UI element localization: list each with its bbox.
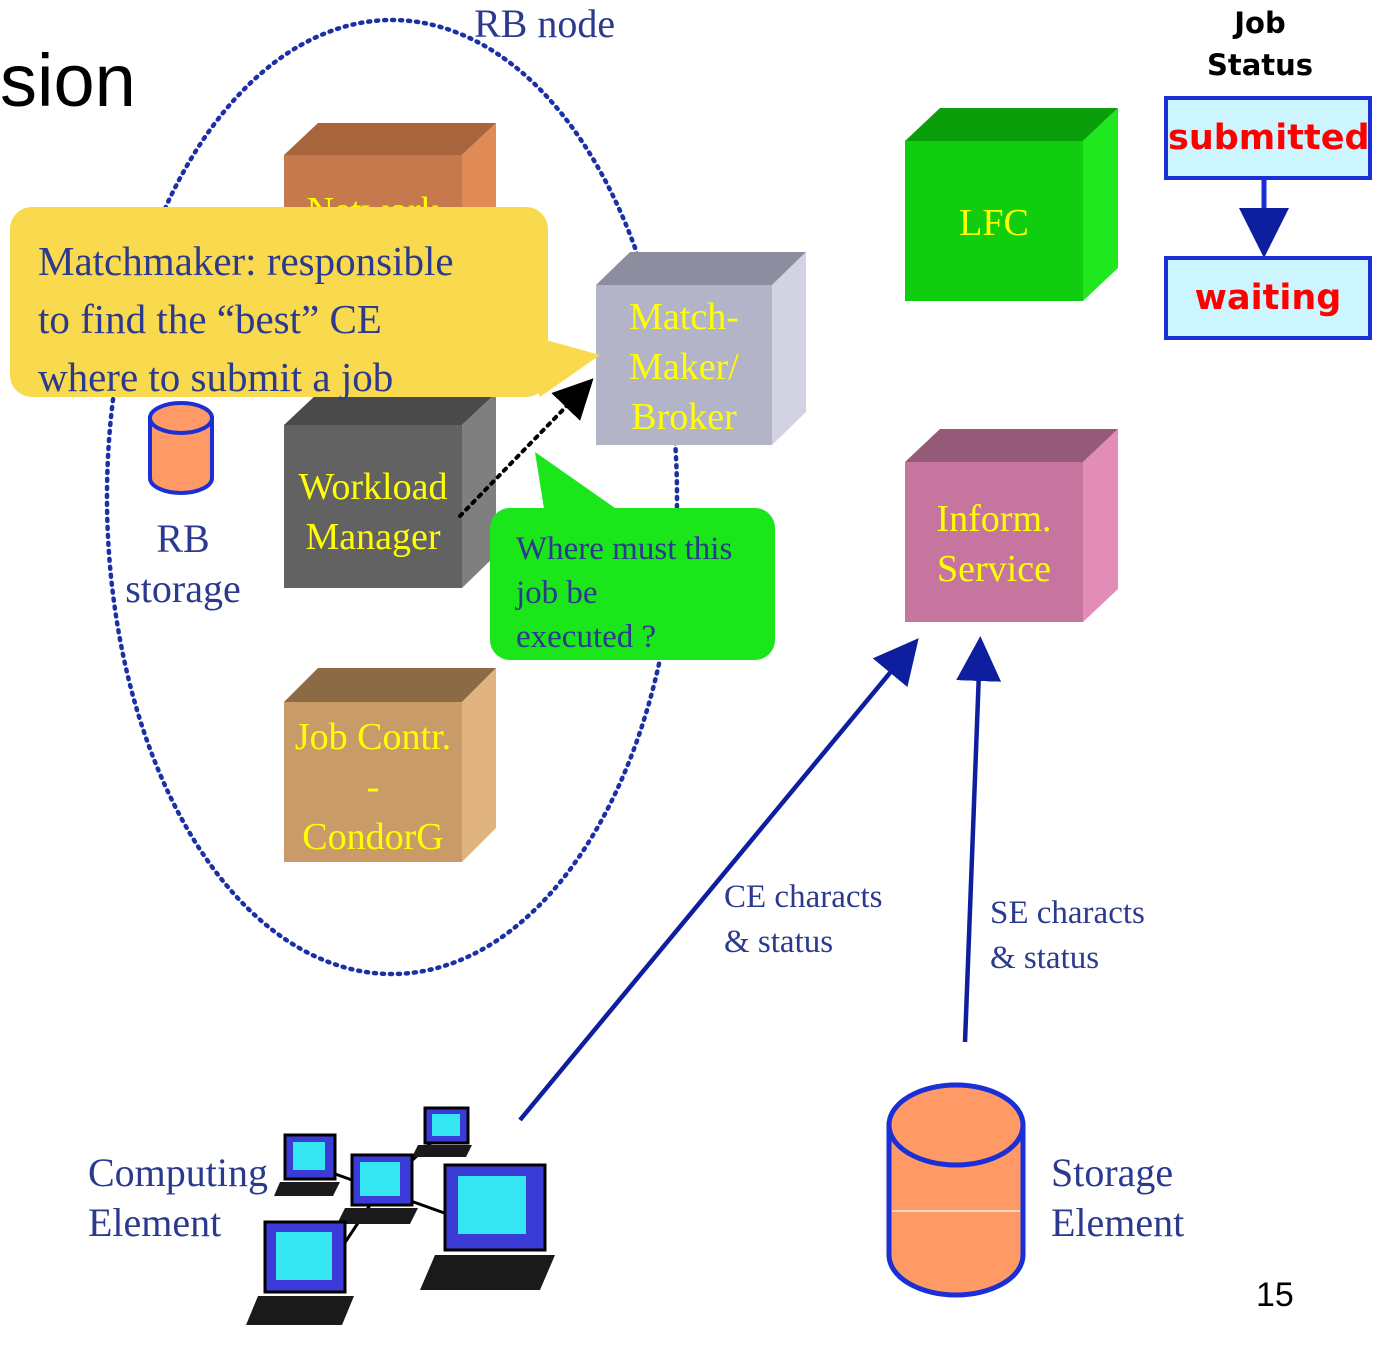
storage-element-cylinder	[886, 1082, 1026, 1298]
workload-to-matchmaker-arrow	[458, 378, 594, 518]
lfc-box	[905, 108, 1118, 301]
question-callout	[490, 508, 775, 660]
rb-node-label: RB node	[474, 1, 616, 46]
question-callout-text: Where must this job be executed ?	[516, 531, 733, 655]
status-waiting: waiting	[1164, 256, 1372, 340]
status-submitted: submitted	[1164, 96, 1372, 180]
matchmaker-box	[596, 252, 806, 445]
matchmaker-callout-text: Matchmaker: responsible to find the “bes…	[38, 238, 454, 400]
storage-element-label: Storage Element	[1051, 1150, 1185, 1245]
job-status-title: Job Status	[1206, 6, 1314, 82]
rb-node-boundary	[104, 17, 680, 977]
computer-icon-2	[412, 1106, 472, 1157]
question-callout-tail	[535, 452, 625, 515]
matchmaker-callout	[10, 207, 548, 397]
workload-manager-label: Workload Manager	[298, 466, 448, 558]
se-flow-label: SE characts & status	[990, 895, 1145, 976]
matchmaker-label: Match- Maker/ Broker	[629, 296, 739, 438]
computer-icon-1	[274, 1133, 340, 1196]
computing-element-label: Computing Element	[88, 1150, 269, 1245]
workload-manager-box	[284, 393, 496, 588]
inform-service-box	[905, 429, 1118, 622]
job-controller-box	[284, 668, 496, 862]
ce-status-arrow	[518, 638, 919, 1122]
page-number: 15	[1256, 1276, 1294, 1314]
rb-storage-label: RB storage	[125, 516, 241, 611]
computer-icon-4	[420, 1163, 555, 1290]
inform-service-label: Inform. Service	[936, 498, 1052, 590]
se-status-arrow	[956, 636, 1002, 1043]
computer-icon-5	[246, 1220, 354, 1325]
ce-flow-label: CE characts & status	[724, 879, 883, 960]
rb-storage-cylinder	[148, 401, 214, 495]
slide-title-fragment: sion	[0, 39, 136, 122]
job-controller-label: Job Contr. - CondorG	[294, 716, 452, 858]
computer-icon-3	[337, 1153, 418, 1224]
lfc-label: LFC	[959, 202, 1029, 244]
